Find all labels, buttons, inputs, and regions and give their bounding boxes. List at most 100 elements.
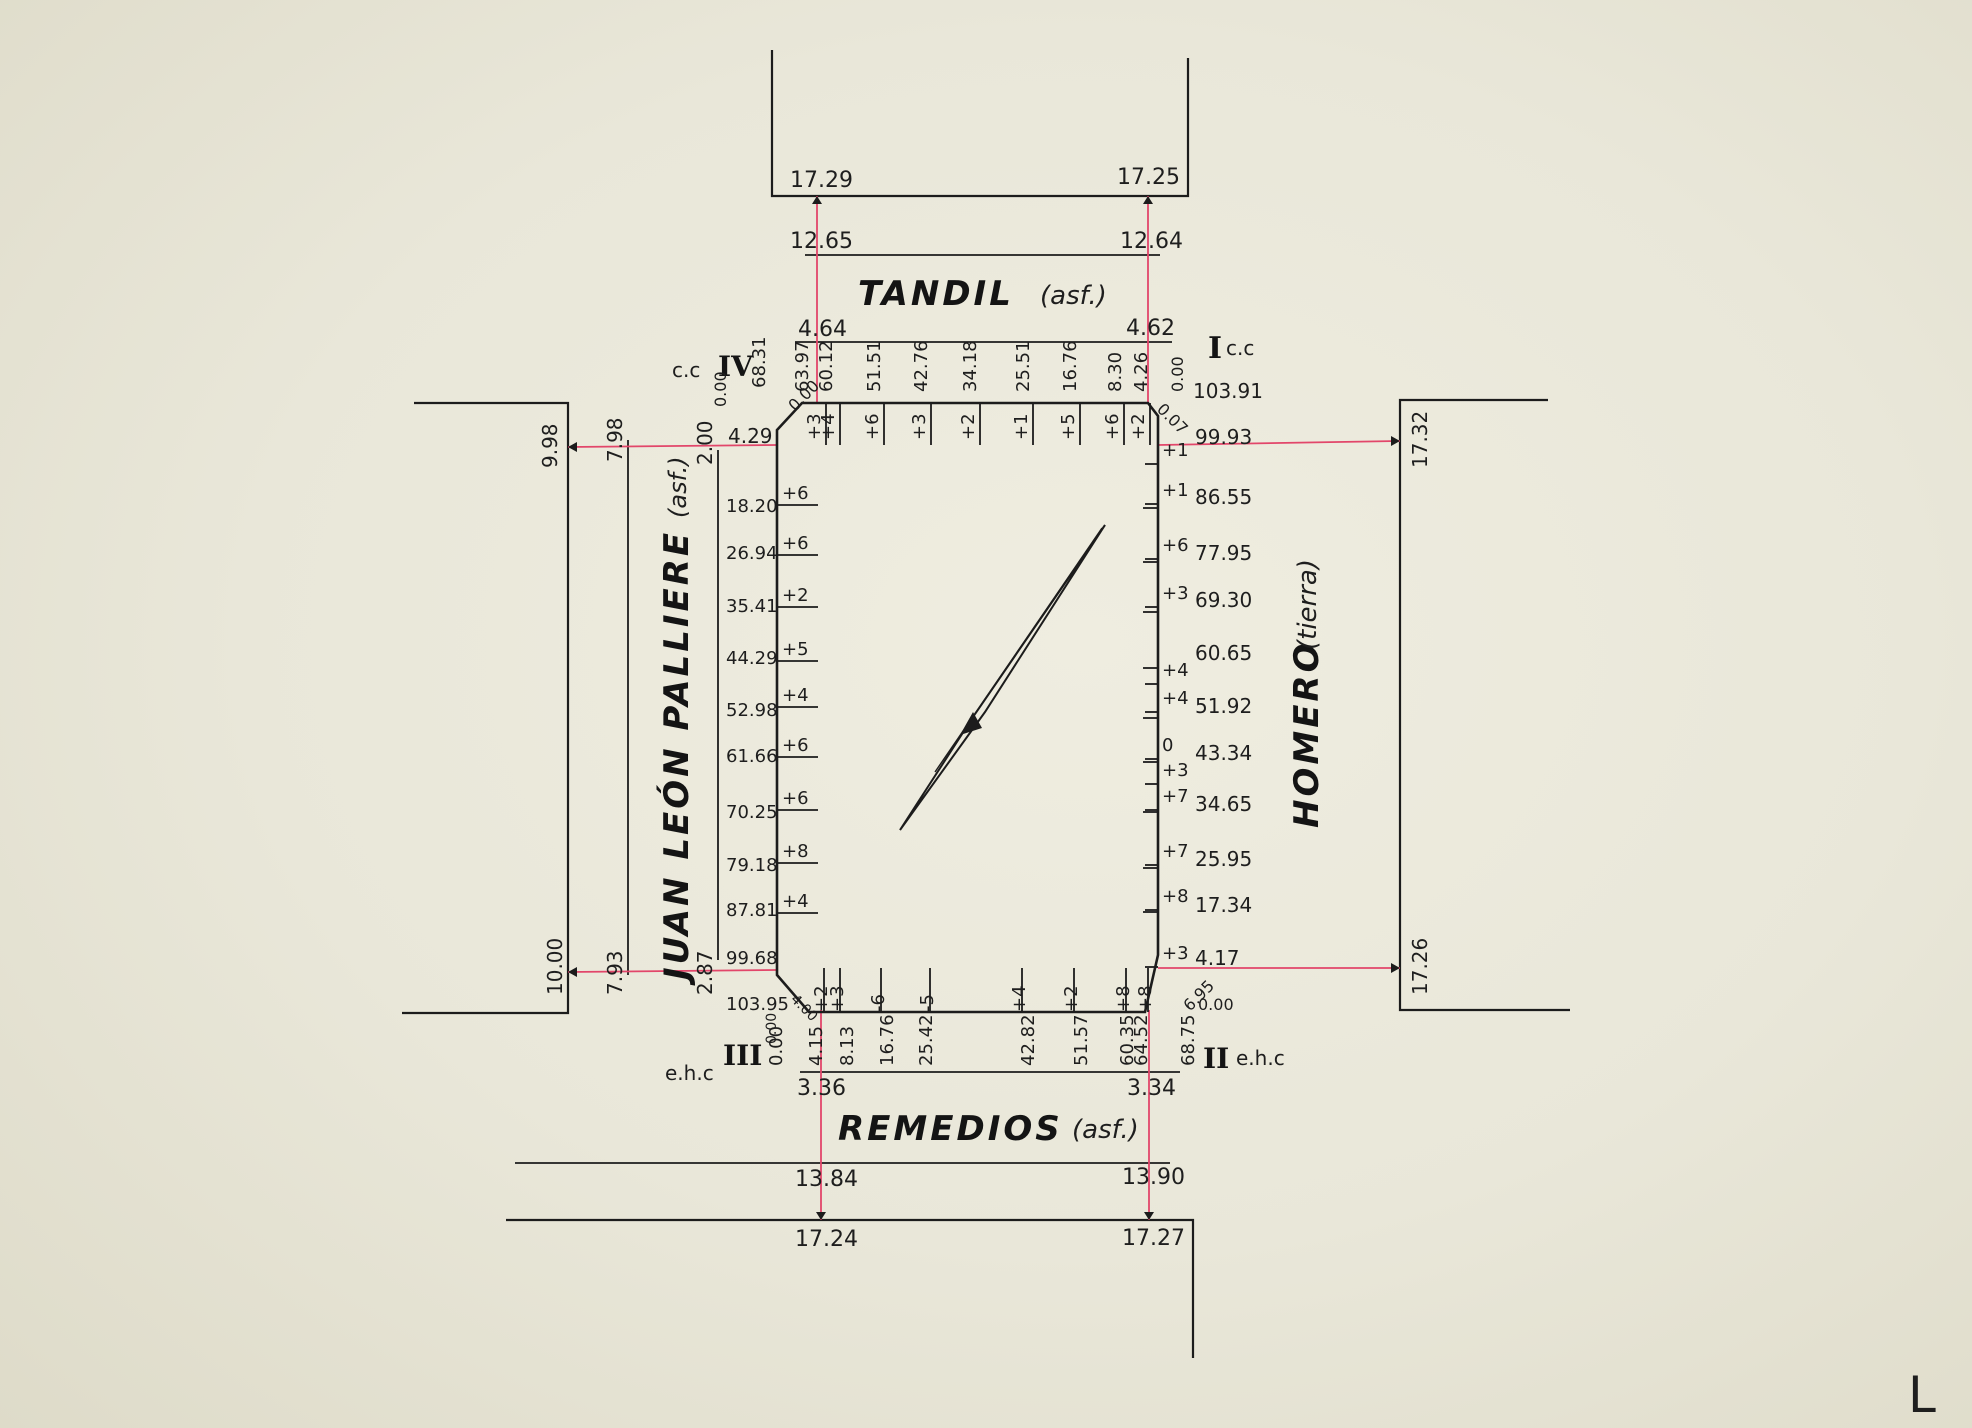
palliere-measure-mid-bottom: 7.93 (603, 950, 627, 995)
right-offset-label: 0 (1162, 735, 1173, 756)
right-offset-label: +3 (1162, 943, 1189, 964)
corner-label-bottom-left: e.h.c (665, 1061, 714, 1085)
right-chainage-label: 34.65 (1195, 792, 1252, 816)
bottom-neighbor-block-outline (506, 1218, 1195, 1358)
left-offset-label: +6 (782, 483, 809, 504)
right-offset-label: +1 (1162, 480, 1189, 501)
palliere-measure-far-top: 9.98 (538, 423, 562, 468)
right-chainage-label: 43.34 (1195, 741, 1252, 765)
left-chainage-label: 18.20 (726, 496, 778, 517)
remedios-measure-near-right: 3.34 (1127, 1076, 1176, 1101)
top-offset-label: +2 (1128, 413, 1149, 440)
corner-roman-top-left: IV (718, 350, 754, 383)
right-offset-label: +7 (1162, 786, 1189, 807)
street-name-remedios: REMEDIOS (838, 1109, 1063, 1149)
right-chainage-label: 60.65 (1195, 641, 1252, 665)
left-offset-label: +5 (782, 639, 809, 660)
sheet-corner-mark: L (1908, 1366, 1936, 1424)
top-chainage-label: 63.97 (792, 340, 813, 392)
remedios-measure-far-right: 17.27 (1122, 1226, 1185, 1251)
tandil-measure-far-left: 17.29 (790, 168, 853, 193)
left-chainage-label: 103.95 (726, 994, 789, 1015)
left-chainage-label: 35.41 (726, 596, 778, 617)
top-offset-label: +3 (909, 413, 930, 440)
corner-label-top-left: c.c (672, 358, 700, 382)
right-offset-label: +3 (1162, 583, 1189, 604)
left-offset-label: +4 (782, 891, 809, 912)
corner-label-bottom-right: e.h.c (1236, 1046, 1285, 1070)
left-offset-label: +6 (782, 735, 809, 756)
arrowhead-tandil-left (812, 196, 822, 204)
top-offset-label: +6 (862, 413, 883, 440)
palliere-measure-line-bottom (567, 969, 778, 973)
right-offset-label: +8 (1162, 886, 1189, 907)
left-offset-label: +8 (782, 841, 809, 862)
street-name-homero: HOMERO (1287, 640, 1327, 828)
homero-measure-far-bottom: 17.26 (1408, 938, 1432, 995)
arrowhead-homero-bottom (1391, 963, 1400, 973)
right-chainage-label: 99.93 (1195, 425, 1252, 449)
top-end-value: 0.00 (1168, 356, 1187, 392)
bottom-chainage-label: 60.35 (1117, 1014, 1138, 1066)
corner-roman-bottom-right: II (1203, 1042, 1229, 1075)
top-neighbor-block-outline (770, 50, 1190, 198)
bottom-chainage-label: 42.82 (1018, 1014, 1039, 1066)
bottom-offset-label: +4 (1009, 985, 1030, 1012)
right-neighbor-block-outline (1398, 398, 1570, 1012)
left-chainage-label: 79.18 (726, 855, 778, 876)
top-chainage-label: 34.18 (960, 340, 981, 392)
arrowhead-remedios-left (816, 1212, 826, 1220)
arrowhead-remedios-right (1144, 1212, 1154, 1220)
top-chainage-label: 16.76 (1060, 340, 1081, 392)
bottom-chainage-label: 51.57 (1071, 1014, 1092, 1066)
bottom-offset-label: +8 (1135, 985, 1156, 1012)
tandil-measure-mid-left: 12.65 (790, 229, 853, 254)
remedios-measure-mid-right: 13.90 (1122, 1165, 1185, 1190)
bottom-offset-label: +3 (827, 985, 848, 1012)
right-offset-label: +4 (1162, 688, 1189, 709)
top-offset-label: +4 (818, 413, 839, 440)
bottom-chainage-label: 25.42 (916, 1014, 937, 1066)
right-offset-label: +1 (1162, 440, 1189, 461)
left-chainage-label: 99.68 (726, 948, 778, 969)
right-offset-label: +4 (1162, 660, 1189, 681)
right-chainage-label: 69.30 (1195, 588, 1252, 612)
top-chainage-label: 60.12 (816, 340, 837, 392)
left-offset-label: +6 (782, 788, 809, 809)
palliere-measure-far-bottom: 10.00 (543, 938, 567, 995)
corner-roman-bottom-left: III (723, 1039, 762, 1072)
left-neighbor-block-outline (402, 401, 570, 1015)
bottom-corner-value: 0.00 (764, 1013, 780, 1044)
bottom-chainage-label: 8.13 (837, 1026, 858, 1066)
street-name-tandil: TANDIL (858, 274, 1014, 314)
homero-measure-line-top (1157, 440, 1401, 446)
street-surface-palliere: (asf.) (664, 456, 692, 518)
top-offset-label: +1 (1011, 413, 1032, 440)
left-offset-label: +2 (782, 585, 809, 606)
corner-roman-top-right: I (1208, 331, 1222, 366)
tandil-measure-near-right: 4.62 (1126, 316, 1175, 341)
top-corner-zero: 0.00 (711, 371, 730, 407)
right-chainage-label: 86.55 (1195, 485, 1252, 509)
right-chainage-label: 17.34 (1195, 893, 1252, 917)
bottom-chainage-label: 0.00 (766, 1026, 787, 1066)
left-chainage-label: 87.81 (726, 900, 778, 921)
left-chainage-label: 44.29 (726, 648, 778, 669)
street-name-palliere: JUAN LEÓN PALLIERE (656, 530, 697, 986)
remedios-measure-far-left: 17.24 (795, 1227, 858, 1252)
tandil-measure-near-left: 4.64 (798, 317, 847, 342)
left-offset-label: +6 (782, 533, 809, 554)
arrowhead-homero-top (1391, 436, 1400, 446)
left-chainage-label: 26.94 (726, 543, 778, 564)
right-corner-bottom-value: 0.00 (1198, 995, 1234, 1014)
bottom-offset-label: +2 (811, 985, 832, 1012)
top-offset-label: +6 (1102, 413, 1123, 440)
right-corner-top-value: 103.91 (1193, 379, 1263, 403)
palliere-measure-near-top: 2.00 (693, 420, 717, 465)
left-offset-label: +4 (782, 685, 809, 706)
bottom-chainage-label: 68.75 (1178, 1014, 1199, 1066)
bottom-chainage-label: 16.76 (877, 1014, 898, 1066)
tandil-measure-far-right: 17.25 (1117, 165, 1180, 190)
